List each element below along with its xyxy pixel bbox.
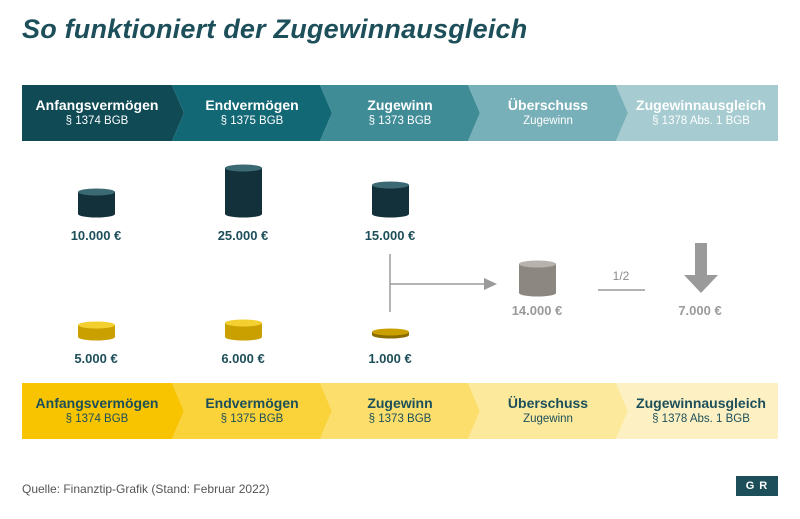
top-step-5-sub: § 1378 Abs. 1 BGB bbox=[652, 115, 750, 127]
top-step-5: Zugewinnausgleich § 1378 Abs. 1 BGB bbox=[624, 85, 778, 141]
top-step-3-sub: § 1373 BGB bbox=[368, 115, 432, 127]
amount-zugewinnausgleich: 7.000 € bbox=[678, 303, 722, 318]
top-step-4-label: Überschuss bbox=[507, 97, 589, 113]
bottom-step-1: Anfangsvermögen § 1374 BGB bbox=[22, 383, 172, 439]
difference-arrow-head bbox=[484, 278, 497, 290]
bottom-step-3: Zugewinn § 1373 BGB bbox=[328, 383, 472, 439]
top-step-3: Zugewinn § 1373 BGB bbox=[328, 85, 472, 141]
top-band-segment-4 bbox=[468, 85, 628, 141]
top-band-segment-5 bbox=[616, 85, 778, 141]
bottom-process-band: Anfangsvermögen § 1374 BGB Endvermögen §… bbox=[22, 383, 778, 439]
source-note: Quelle: Finanztip-Grafik (Stand: Februar… bbox=[22, 482, 270, 496]
brand-logo: GR bbox=[736, 476, 778, 496]
top-step-5-label: Zugewinnausgleich bbox=[636, 97, 766, 113]
disc-anfangsvermoegen-partner-b bbox=[78, 321, 115, 341]
top-process-band: Anfangsvermögen § 1374 BGB Endvermögen §… bbox=[22, 85, 778, 141]
amount-zugewinn-b: 1.000 € bbox=[368, 351, 412, 366]
bottom-band-segment-3 bbox=[320, 383, 480, 439]
amount-anfangsvermoegen-a: 10.000 € bbox=[70, 228, 122, 243]
divisor-label: 1/2 bbox=[612, 269, 630, 283]
top-step-2: Endvermögen § 1375 BGB bbox=[180, 85, 324, 141]
bottom-step-1-label: Anfangsvermögen bbox=[35, 395, 159, 411]
cylinder-zugewinn-partner-a bbox=[372, 181, 409, 218]
cylinder-anfangsvermoegen-partner-a bbox=[78, 188, 115, 218]
top-band-segment-1 bbox=[22, 85, 184, 141]
top-band-segment-3 bbox=[320, 85, 480, 141]
disc-zugewinn-partner-b bbox=[372, 328, 409, 339]
bottom-step-3-sub: § 1373 BGB bbox=[368, 413, 432, 425]
top-band-arrows bbox=[22, 85, 778, 141]
top-step-1: Anfangsvermögen § 1374 BGB bbox=[22, 85, 172, 141]
amount-anfangsvermoegen-b: 5.000 € bbox=[74, 351, 118, 366]
page-title: So funktioniert der Zugewinnausgleich bbox=[22, 14, 528, 44]
amount-ueberschuss: 14.000 € bbox=[511, 303, 563, 318]
bottom-step-1-sub: § 1374 BGB bbox=[65, 413, 129, 425]
bottom-band-segment-5 bbox=[616, 383, 778, 439]
bottom-band-arrows bbox=[22, 383, 778, 439]
bottom-step-2-sub: § 1375 BGB bbox=[220, 413, 284, 425]
bottom-step-5-label: Zugewinnausgleich bbox=[636, 395, 766, 411]
bottom-step-4-sub: Zugewinn bbox=[523, 413, 573, 425]
amount-endvermoegen-a: 25.000 € bbox=[217, 228, 269, 243]
top-step-1-label: Anfangsvermögen bbox=[35, 97, 159, 113]
top-step-4: Überschuss Zugewinn bbox=[476, 85, 620, 141]
disc-endvermoegen-partner-b bbox=[225, 319, 262, 341]
top-step-1-sub: § 1374 BGB bbox=[65, 115, 129, 127]
bottom-step-3-label: Zugewinn bbox=[367, 395, 433, 411]
amount-endvermoegen-b: 6.000 € bbox=[221, 351, 265, 366]
top-step-2-label: Endvermögen bbox=[205, 97, 299, 113]
top-step-2-sub: § 1375 BGB bbox=[220, 115, 284, 127]
bottom-band-segment-4 bbox=[468, 383, 628, 439]
top-band-segment-2 bbox=[172, 85, 332, 141]
bottom-step-5: Zugewinnausgleich § 1378 Abs. 1 BGB bbox=[624, 383, 778, 439]
top-step-3-label: Zugewinn bbox=[367, 97, 433, 113]
bottom-step-2: Endvermögen § 1375 BGB bbox=[180, 383, 324, 439]
cylinder-ueberschuss bbox=[519, 260, 556, 297]
amount-zugewinn-a: 15.000 € bbox=[364, 228, 416, 243]
bottom-step-4-label: Überschuss bbox=[507, 395, 589, 411]
bottom-step-4: Überschuss Zugewinn bbox=[476, 383, 620, 439]
bottom-step-5-sub: § 1378 Abs. 1 BGB bbox=[652, 413, 750, 425]
top-step-4-sub: Zugewinn bbox=[523, 115, 573, 127]
bottom-band-segment-2 bbox=[172, 383, 332, 439]
bottom-band-segment-1 bbox=[22, 383, 184, 439]
down-arrow-icon bbox=[684, 243, 718, 293]
cylinder-endvermoegen-partner-a bbox=[225, 164, 262, 218]
bottom-step-2-label: Endvermögen bbox=[205, 395, 299, 411]
